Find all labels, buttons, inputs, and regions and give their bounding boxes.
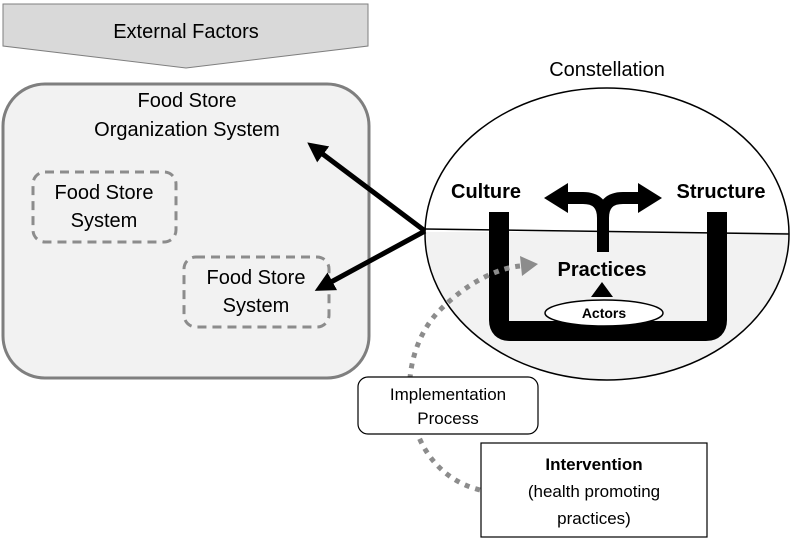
branch-right-arrowhead xyxy=(638,183,662,213)
arrow-to-organization xyxy=(307,142,427,233)
practices-branch-right xyxy=(597,192,645,219)
organization-system-title-line2: Organization System xyxy=(94,119,280,141)
intervention: Intervention (health promoting practices… xyxy=(480,442,708,538)
external-factors-banner: External Factors xyxy=(2,3,369,69)
intervention-box xyxy=(480,442,708,538)
culture-label: Culture xyxy=(451,181,521,203)
organization-system-title-line1: Food Store xyxy=(138,90,237,112)
food-store-system-1-box xyxy=(31,170,178,244)
food-store-system-2-line1: Food Store xyxy=(207,267,306,289)
implementation-dotted-path xyxy=(406,263,521,493)
implementation-process: Implementation Process xyxy=(357,376,539,435)
organization-system-panel: Food Store Organization System xyxy=(1,82,371,380)
actors-label: Actors xyxy=(582,305,627,321)
arrow-to-store-system xyxy=(314,228,427,291)
food-store-system-2: Food Store System xyxy=(182,255,331,329)
implementation-process-line1: Implementation xyxy=(390,385,506,404)
implementation-process-box xyxy=(357,376,539,435)
food-store-system-1: Food Store System xyxy=(31,170,178,244)
implementation-process-line2: Process xyxy=(417,409,478,428)
actors-up-arrow xyxy=(591,282,613,297)
constellation-title: Constellation xyxy=(549,59,665,81)
branch-left-arrowhead xyxy=(544,183,568,213)
food-store-system-1-line2: System xyxy=(71,210,138,232)
intervention-line2: (health promoting xyxy=(528,482,660,501)
intervention-title: Intervention xyxy=(545,455,642,474)
external-factors-shape xyxy=(2,3,369,69)
food-store-system-1-line1: Food Store xyxy=(55,182,154,204)
food-store-system-2-line2: System xyxy=(223,295,290,317)
implementation-arrowhead xyxy=(520,256,538,276)
food-store-system-2-box xyxy=(182,255,331,329)
intervention-line3: practices) xyxy=(557,509,631,528)
actors-ellipse xyxy=(544,299,664,327)
external-factors-label: External Factors xyxy=(113,21,259,43)
organization-system-box xyxy=(1,82,371,380)
structure-label: Structure xyxy=(677,181,766,203)
practices-label: Practices xyxy=(558,259,647,281)
constellation-group: Constellation Culture Structure Practice… xyxy=(424,59,790,381)
culture-structure-loop xyxy=(489,212,727,341)
